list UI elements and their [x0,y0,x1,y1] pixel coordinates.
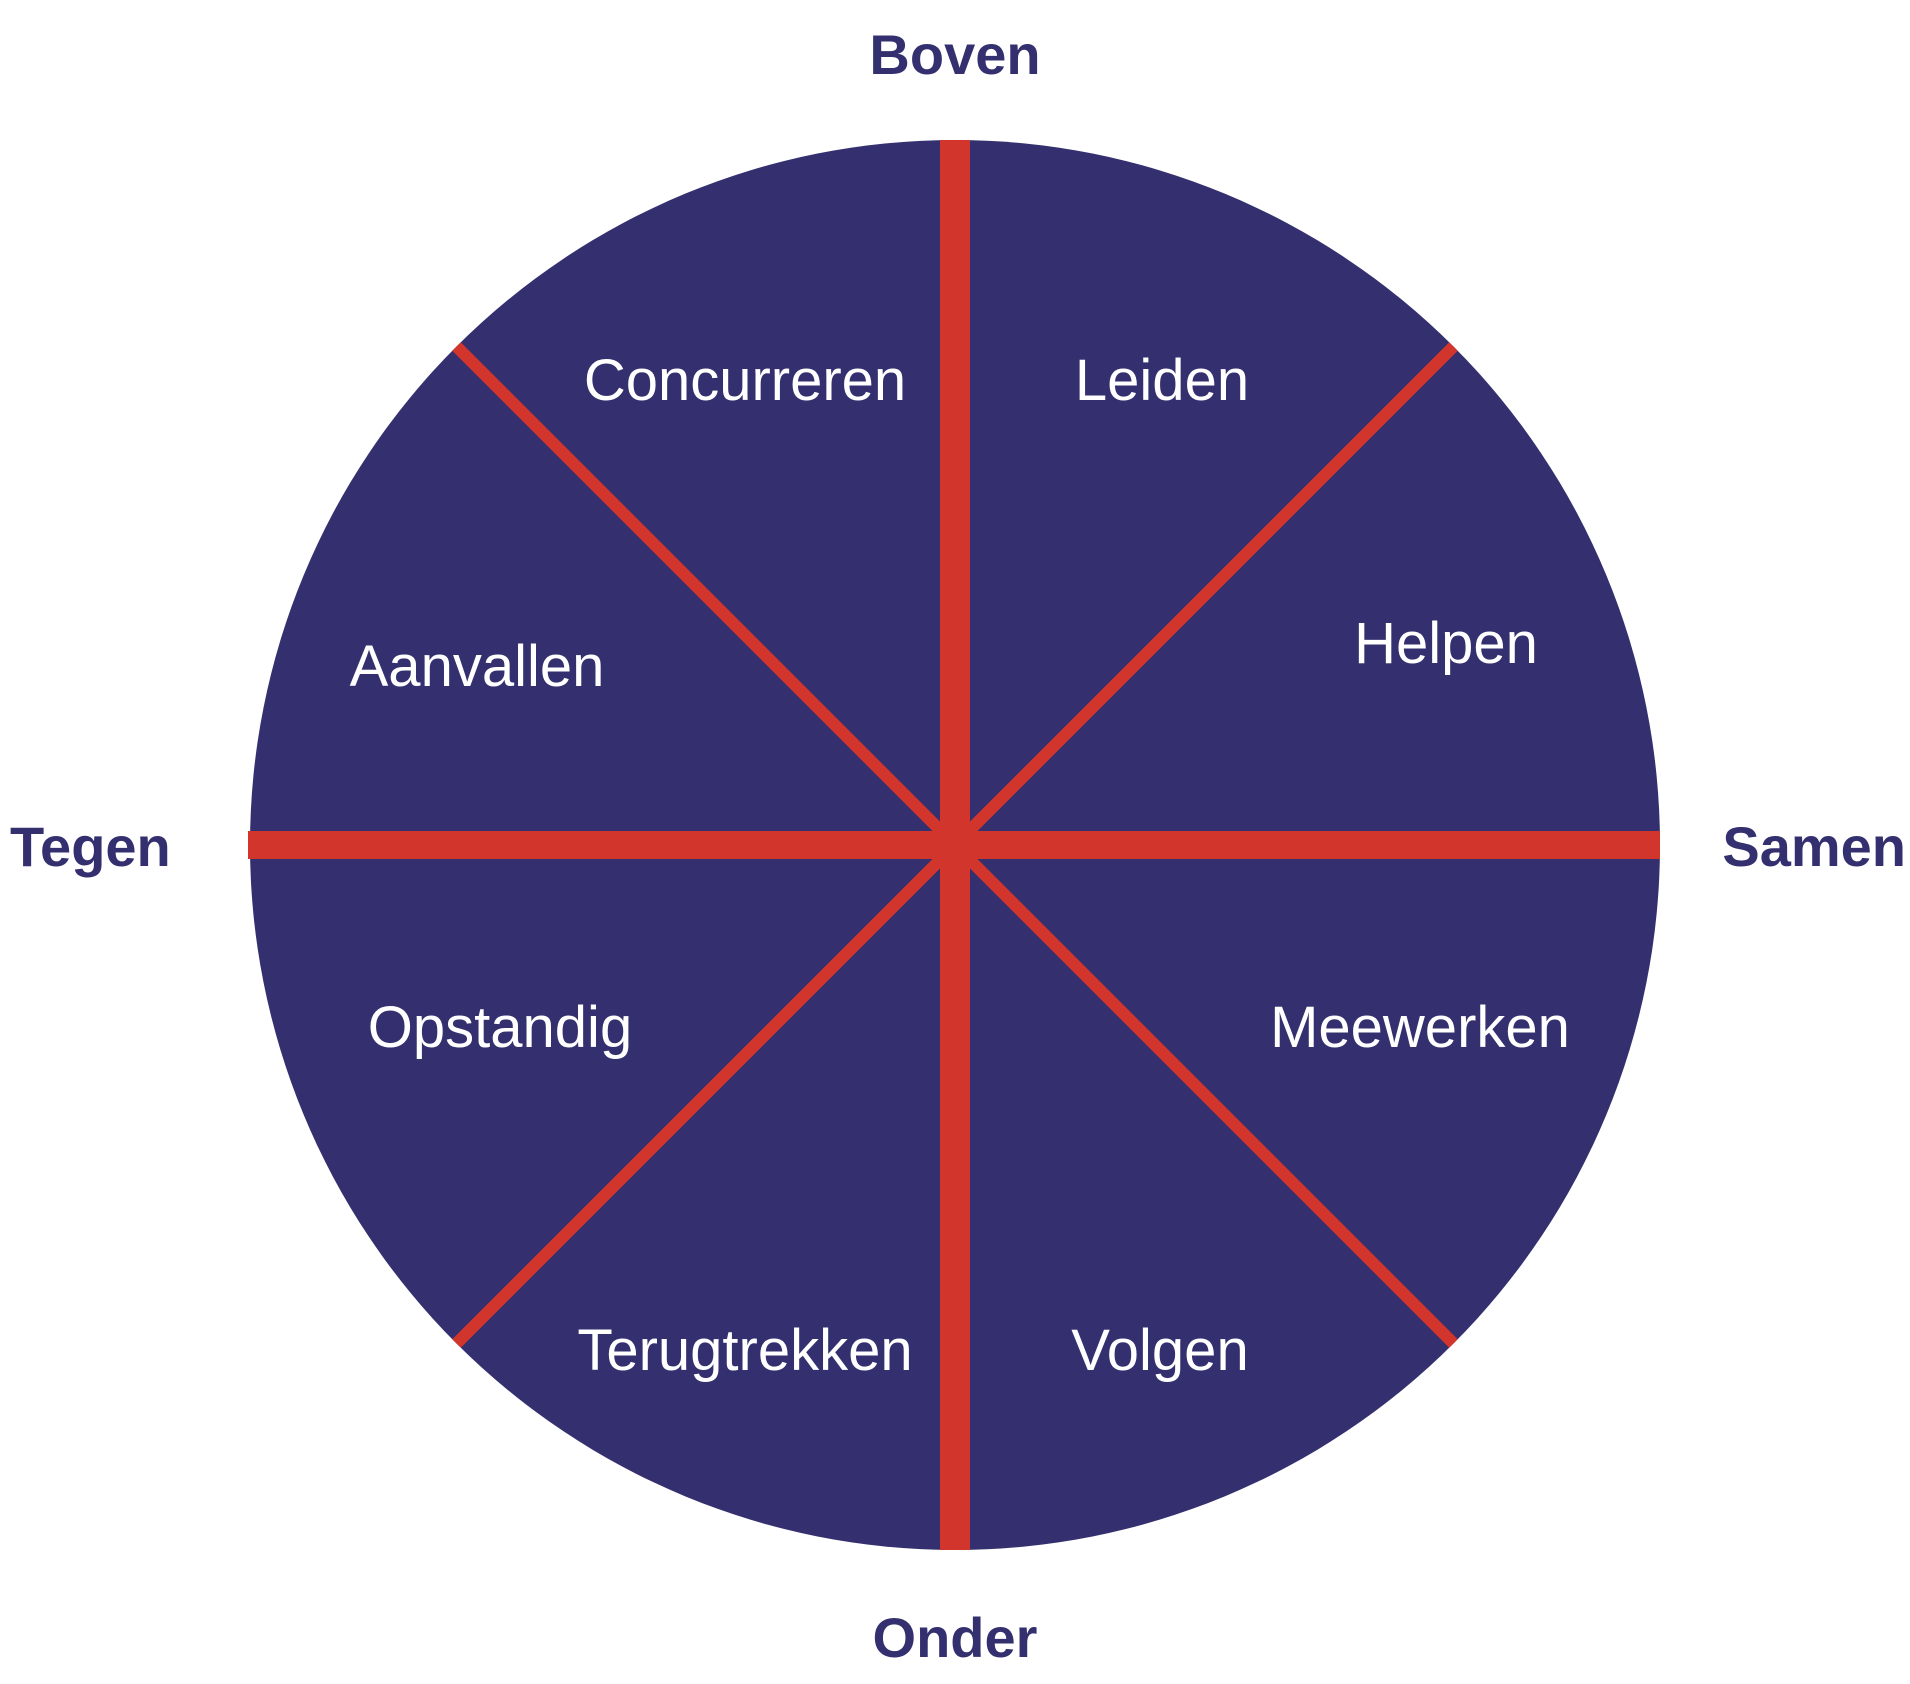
segment-label-volgen: Volgen [1071,1318,1248,1383]
segment-label-meewerken: Meewerken [1270,995,1570,1060]
axis-label-bottom: Onder [873,1606,1038,1669]
axis-label-right: Samen [1722,815,1906,878]
divider-axis-horizontal [248,831,1660,859]
segment-label-concurreren: Concurreren [584,348,906,413]
segment-label-aanvallen: Aanvallen [350,634,605,699]
axis-label-left: Tegen [10,815,171,878]
segment-label-opstandig: Opstandig [368,995,632,1060]
segment-label-leiden: Leiden [1075,348,1249,413]
axis-label-top: Boven [869,23,1040,86]
segment-label-terugtrekken: Terugtrekken [577,1318,912,1383]
segment-label-helpen: Helpen [1354,611,1538,676]
